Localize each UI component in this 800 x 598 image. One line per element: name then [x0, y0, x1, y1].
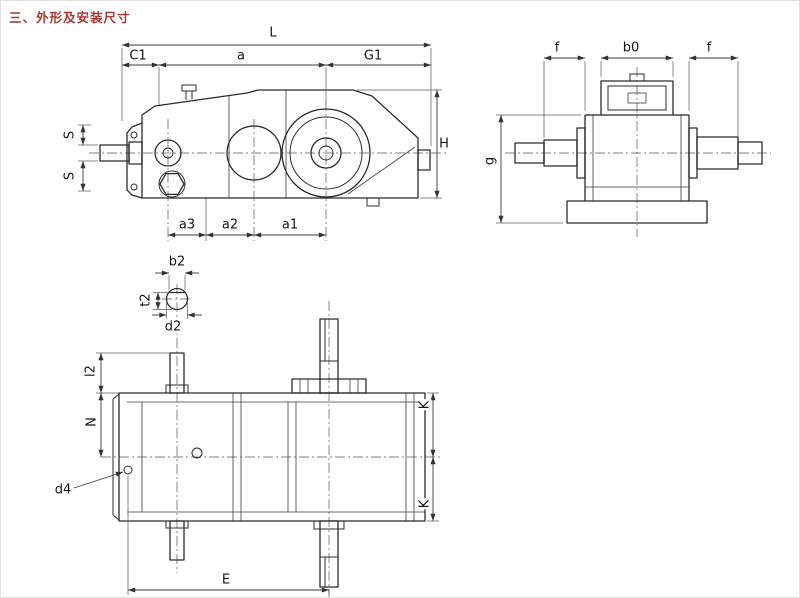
dim-label-l2: l2	[83, 364, 99, 378]
dim-label-a3: a3	[177, 217, 197, 233]
dim-label-b0: b0	[621, 40, 641, 56]
dim-label-E: E	[220, 572, 232, 588]
dim-label-K-upper: K	[417, 399, 433, 411]
dim-label-t2: t2	[138, 292, 154, 308]
dim-label-L: L	[268, 25, 278, 41]
dim-label-d4: d4	[53, 482, 73, 498]
dim-label-f-left: f	[553, 40, 561, 56]
front-view-centerlines	[505, 67, 771, 237]
dim-label-a2: a2	[220, 217, 240, 233]
front-view-outline	[514, 73, 763, 224]
dim-label-S-upper: S	[62, 129, 78, 141]
dim-label-N: N	[84, 416, 100, 428]
plan-view-centerlines	[101, 284, 443, 597]
dim-label-S-lower: S	[62, 170, 78, 182]
dim-label-b2: b2	[167, 254, 187, 270]
dim-label-a1: a1	[280, 217, 300, 233]
front-view-dimensions	[496, 55, 739, 224]
plan-view-dimensions	[73, 270, 439, 595]
side-view-dimensions	[78, 42, 442, 238]
dim-label-d2: d2	[163, 319, 183, 335]
dim-label-a: a	[236, 48, 246, 64]
dim-label-C1: C1	[128, 48, 148, 64]
dim-label-f-right: f	[705, 40, 713, 56]
dim-label-G1: G1	[362, 48, 384, 64]
dim-label-K-lower: K	[417, 498, 433, 510]
plan-view-outline	[112, 287, 426, 588]
dim-label-g: g	[482, 155, 498, 167]
dim-label-H: H	[438, 136, 450, 152]
page-title: 三、外形及安装尺寸	[9, 10, 131, 25]
side-view-outline	[99, 84, 431, 207]
